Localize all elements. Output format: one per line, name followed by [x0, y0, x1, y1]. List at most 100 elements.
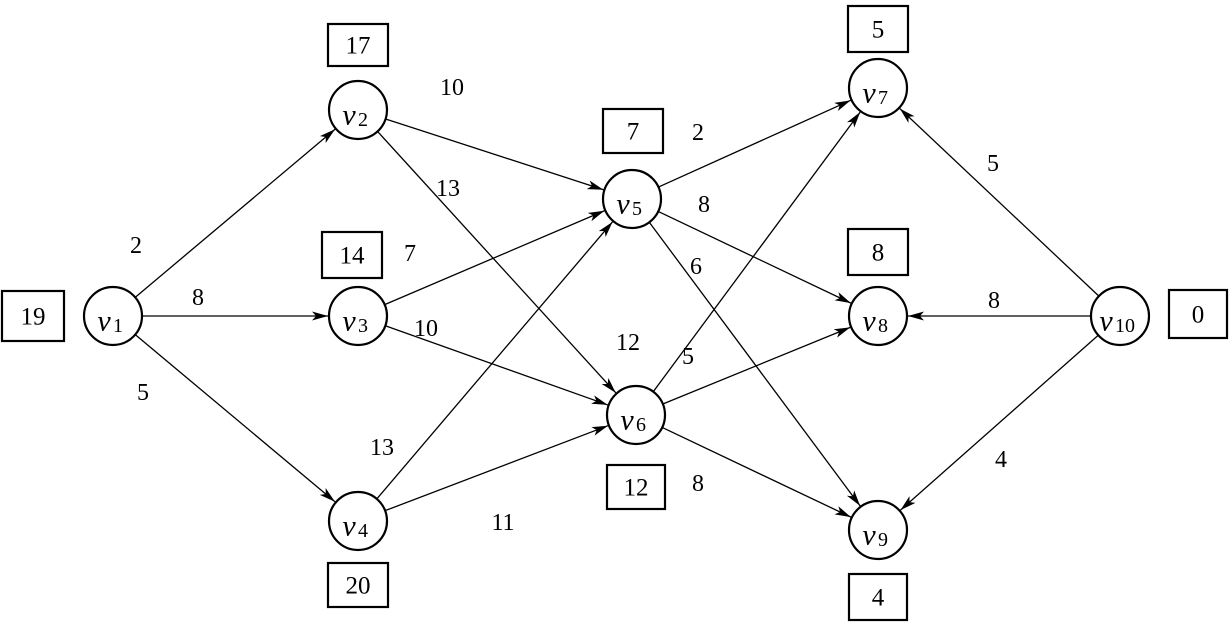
edge-weight-v6-v8: 5 [682, 344, 694, 370]
value-box-text-v10: 0 [1192, 302, 1205, 329]
node-circle-v8 [847, 285, 909, 347]
value-box-v4: 20 [326, 561, 390, 609]
node-letter-v8: v [862, 305, 876, 338]
edge-v4-v6 [384, 425, 609, 512]
node-circle-v3 [327, 285, 389, 347]
node-letter-v9: v [862, 519, 876, 552]
value-box-text-v3: 14 [340, 243, 366, 270]
value-box-frame-v2 [326, 22, 390, 68]
node-subscript-v9: 9 [878, 529, 888, 551]
value-box-v1: 19 [0, 289, 66, 343]
node-circle-v2 [327, 79, 389, 141]
edge-weight-v3-v6: 10 [414, 316, 438, 342]
edge-weight-v6-v9: 8 [692, 471, 704, 497]
edge-weight-v1-v4: 5 [137, 380, 149, 406]
node-circle-v1 [82, 285, 144, 347]
edge-v10-v7 [899, 108, 1100, 297]
value-box-v5: 7 [601, 107, 665, 155]
edge-v6-v9 [661, 426, 852, 518]
edge-weight-v4-v6: 11 [491, 510, 514, 536]
node-circle-v5 [601, 168, 663, 230]
node-circle-v6 [605, 384, 667, 446]
value-box-text-v9: 4 [872, 585, 885, 612]
edge-weight-v1-v2: 2 [130, 233, 142, 259]
edge-v4-v5 [376, 221, 614, 500]
value-box-text-v1: 19 [21, 304, 46, 331]
node-circle-v9 [847, 499, 909, 561]
edge-weight-v5-v7: 2 [692, 120, 704, 146]
value-box-frame-v5 [601, 107, 665, 155]
value-box-v9: 4 [847, 572, 909, 622]
edge-v5-v9 [648, 221, 861, 507]
edge-weight-v5-v8: 8 [698, 192, 710, 218]
value-box-text-v6: 12 [624, 475, 649, 502]
value-box-text-v4: 20 [346, 573, 371, 600]
node-subscript-v4: 4 [358, 520, 368, 542]
edge-v1-v4 [134, 334, 336, 503]
node-circle-v4 [327, 490, 389, 552]
value-box-frame-v1 [0, 289, 66, 343]
value-box-frame-v4 [326, 561, 390, 609]
edge-v6-v8 [662, 326, 851, 405]
value-box-frame-v7 [846, 4, 910, 54]
node-letter-v4: v [342, 510, 356, 543]
node-subscript-v6: 6 [636, 414, 646, 436]
value-box-v7: 5 [846, 4, 910, 54]
edge-v3-v6 [385, 325, 608, 406]
edge-weight-v4-v5: 13 [370, 435, 394, 461]
node-circle-v7 [847, 57, 909, 119]
value-box-v3: 14 [320, 230, 384, 280]
edge-weight-v10-v9: 4 [995, 447, 1007, 473]
node-subscript-v1: 1 [113, 315, 123, 337]
edge-weight-v5-v9: 6 [690, 254, 702, 280]
node-letter-v6: v [620, 404, 634, 437]
node-circle-v10 [1089, 285, 1151, 347]
node-letter-v5: v [616, 188, 630, 221]
value-box-v2: 17 [326, 22, 390, 68]
edge-weight-v1-v3: 8 [192, 285, 204, 311]
node-subscript-v7: 7 [878, 87, 888, 109]
value-box-frame-v6 [605, 463, 667, 511]
node-subscript-v8: 8 [878, 315, 888, 337]
value-box-text-v8: 8 [872, 240, 885, 267]
node-letter-v7: v [862, 77, 876, 110]
node-letter-v1: v [97, 305, 111, 338]
value-box-text-v7: 5 [872, 17, 885, 44]
edge-v1-v2 [134, 128, 336, 298]
value-box-frame-v3 [320, 230, 384, 280]
node-subscript-v2: 2 [358, 109, 368, 131]
edge-v5-v8 [657, 210, 852, 304]
value-box-text-v2: 17 [346, 33, 371, 60]
value-box-frame-v8 [846, 227, 910, 277]
node-letter-v10: v [1099, 305, 1113, 338]
edges-layer: 2 8 5 10 13 7 10 13 11 2 8 6 12 5 8 5 8 4 [130, 75, 1100, 536]
value-box-text-v5: 7 [627, 119, 640, 146]
edge-weight-v10-v8: 8 [988, 288, 1000, 314]
edge-weight-v6-v7: 12 [616, 330, 640, 356]
edge-weight-v10-v7: 5 [987, 151, 999, 177]
edge-weight-v2-v6: 13 [436, 176, 460, 202]
edge-v2-v6 [377, 130, 617, 394]
edge-weight-v2-v5: 10 [440, 75, 464, 101]
edge-v5-v7 [658, 99, 851, 188]
value-box-v6: 12 [605, 463, 667, 511]
edge-weight-v3-v5: 7 [404, 241, 416, 267]
node-letter-v3: v [342, 305, 356, 338]
node-subscript-v5: 5 [632, 198, 642, 220]
node-subscript-v10: 10 [1115, 315, 1135, 337]
edge-v3-v5 [384, 210, 605, 306]
